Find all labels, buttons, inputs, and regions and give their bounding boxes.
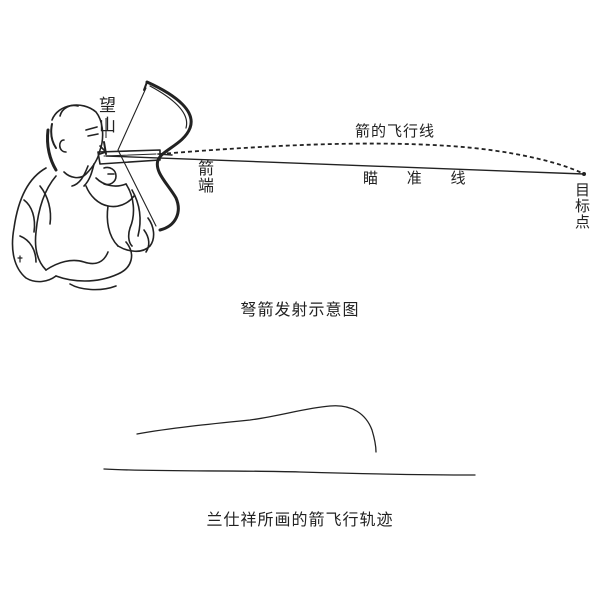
crossbow [97,80,193,232]
crossbow-stock [97,149,161,165]
label-target-point: 目标点 [573,182,591,230]
arrow-flight-line [159,142,585,175]
bow-limb [145,80,193,232]
caption-trajectory-sketch: 兰仕祥所画的箭飞行轨迹 [206,510,394,529]
archer-figure [11,104,155,291]
trajectory-curve [136,405,377,453]
aim-line [105,155,585,175]
caption-crossbow-diagram: 弩箭发射示意图 [240,300,360,319]
target-point [582,172,586,176]
crossbow-sight [103,141,107,155]
label-sight: 望山 [95,96,115,136]
trajectory-sketch [103,405,476,476]
label-aim-line: 瞄 准 线 [363,169,478,187]
label-arrow-end: 箭端 [195,160,214,194]
ground-line [103,468,476,476]
label-flight-path: 箭的飞行线 [355,122,436,140]
bowstring [117,87,157,227]
